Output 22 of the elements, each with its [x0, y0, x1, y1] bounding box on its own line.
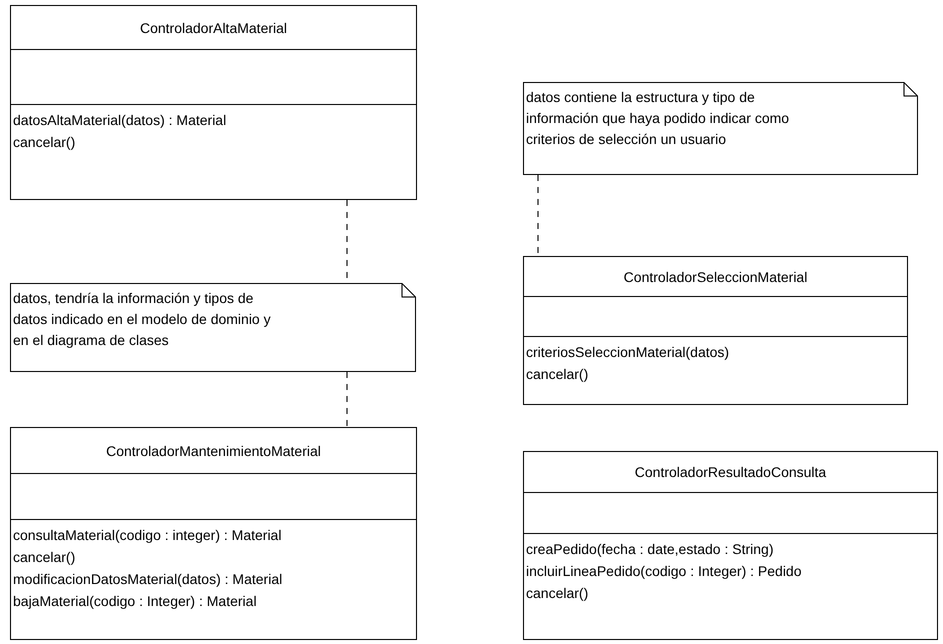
note-text: datos, tendría la información y tipos de datos indicado en el modelo de dominio y en el diagrama de clases	[13, 289, 272, 350]
method-signature: cancelar()	[526, 365, 588, 384]
method-signature: creaPedido(fecha : date,estado : String)	[526, 540, 774, 559]
class-box	[10, 5, 417, 200]
method-signature: cancelar()	[13, 133, 76, 152]
method-signature: incluirLineaPedido(codigo : Integer) : Pedido	[526, 562, 802, 581]
class-name: ControladorAltaMaterial	[140, 20, 288, 36]
class-name: ControladorResultadoConsulta	[634, 464, 826, 480]
method-signature: cancelar()	[526, 584, 588, 603]
method-signature: criteriosSeleccionMaterial(datos)	[526, 343, 730, 362]
method-signature: datosAltaMaterial(datos) : Material	[13, 111, 226, 130]
class-box	[10, 427, 417, 640]
method-signature: consultaMaterial(codigo : integer) : Material	[13, 526, 282, 545]
class-box	[523, 451, 938, 640]
method-signature: bajaMaterial(codigo : Integer) : Material	[13, 592, 257, 611]
class-name: ControladorSeleccionMaterial	[624, 268, 808, 284]
class-name: ControladorMantenimientoMaterial	[106, 442, 321, 458]
class-box	[523, 256, 908, 405]
method-signature: cancelar()	[13, 548, 76, 567]
method-signature: modificacionDatosMaterial(datos) : Material	[13, 570, 282, 589]
note-text: datos contiene la estructura y tipo de información que haya podido indicar como criterios de selección un usuario	[526, 88, 790, 149]
dashed-connector	[346, 372, 348, 428]
